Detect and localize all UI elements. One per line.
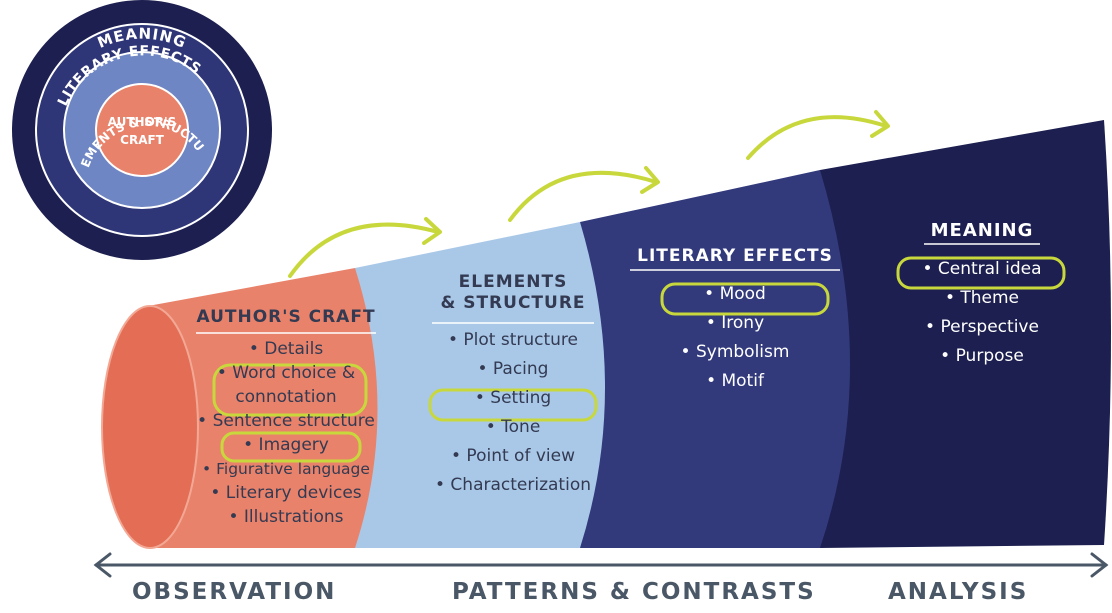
arrow-2-head <box>640 166 660 194</box>
axis-right-head <box>1090 552 1109 578</box>
axis-label-analysis: ANALYSIS <box>888 579 1029 605</box>
funnel <box>101 120 1111 549</box>
arrow-3-head <box>870 110 890 138</box>
arrow-2 <box>508 170 658 222</box>
section-elements: ELEMENTS & STRUCTURE • Plot structure • … <box>418 272 608 500</box>
effects-heading: LITERARY EFFECTS <box>637 246 833 266</box>
highlight-central-idea <box>896 256 1066 290</box>
arrow-3 <box>746 115 888 160</box>
cylinder-end-cap <box>102 306 198 548</box>
craft-item: • Figurative language <box>202 460 370 478</box>
craft-item: • Sentence structure <box>197 411 375 431</box>
section-effects-shape <box>555 170 850 548</box>
elements-item: • Plot structure <box>447 330 579 350</box>
effects-item: • Mood <box>704 284 766 304</box>
elements-heading-line2: & STRUCTURE <box>440 293 586 313</box>
meaning-heading: MEANING <box>930 220 1034 241</box>
arrow-1 <box>288 222 440 278</box>
elements-item: • Setting <box>474 388 552 408</box>
badge-center-craft <box>95 83 189 177</box>
axis-left-head <box>93 552 112 578</box>
meaning-item: • Theme <box>944 288 1020 308</box>
highlight-imagery <box>220 431 362 463</box>
concept-badge: MEANING LITERARY EFFECTS ELEMENTS & STRU… <box>0 0 272 260</box>
highlight-ovals <box>212 256 1066 463</box>
section-effects: LITERARY EFFECTS • Mood • Irony • Symbol… <box>624 246 846 396</box>
badge-center-line2: CRAFT <box>120 133 165 147</box>
craft-item: • Illustrations <box>228 507 344 527</box>
axis-arrow <box>93 552 1109 578</box>
craft-item: connotation <box>235 387 337 407</box>
section-elements-shape <box>332 222 605 548</box>
section-meaning: MEANING • Central idea • Theme • Perspec… <box>896 220 1068 371</box>
section-craft: AUTHOR'S CRAFT • Details • Word choice &… <box>188 307 384 529</box>
elements-item: • Point of view <box>451 446 575 466</box>
craft-item: • Imagery <box>243 435 329 455</box>
highlight-setting <box>428 388 598 422</box>
craft-heading: AUTHOR'S CRAFT <box>196 307 376 327</box>
section-meaning-shape <box>790 120 1111 548</box>
elements-heading-line1: ELEMENTS <box>458 272 568 292</box>
craft-item: • Literary devices <box>210 483 362 503</box>
elements-item: • Pacing <box>477 359 549 379</box>
meaning-item: • Perspective <box>925 317 1039 337</box>
axis-label-patterns: PATTERNS & CONTRASTS <box>452 579 816 605</box>
progress-arrows <box>288 110 890 278</box>
effects-item: • Symbolism <box>680 342 790 362</box>
elements-item: • Characterization <box>435 475 591 495</box>
craft-item: • Word choice & <box>216 363 356 383</box>
highlight-mood <box>660 282 830 316</box>
effects-item: • Motif <box>706 371 764 391</box>
meaning-item: • Purpose <box>940 346 1024 366</box>
highlight-word-choice <box>212 363 368 417</box>
cylinder-end-rim <box>101 305 199 549</box>
axis-label-observation: OBSERVATION <box>132 579 337 605</box>
badge-center-line1: AUTHOR'S <box>108 115 177 129</box>
arrow-1-head <box>422 217 442 245</box>
elements-item: • Tone <box>485 417 541 437</box>
craft-item: • Details <box>248 339 324 359</box>
meaning-item: • Central idea <box>922 259 1042 279</box>
effects-item: • Irony <box>705 313 765 333</box>
